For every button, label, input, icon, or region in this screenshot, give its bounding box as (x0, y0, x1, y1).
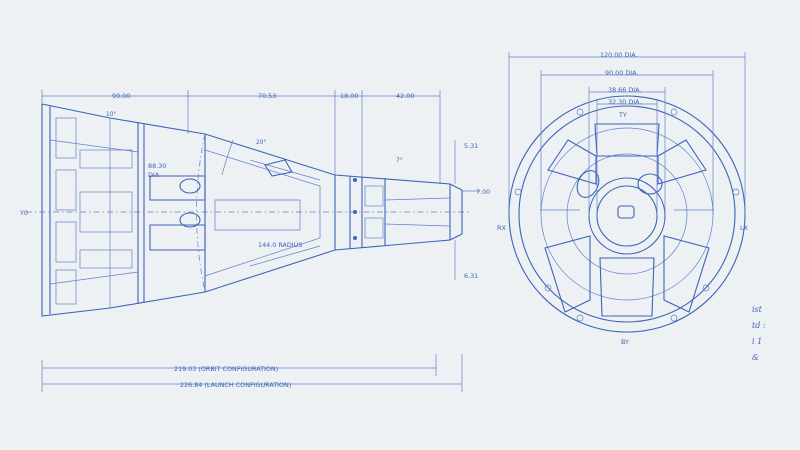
dia-90-label: 90.00 DIA. (605, 69, 638, 77)
side-view-labels: 90.00 70.53 18.00 42.00 5.31 7.00 6.31 1… (19, 92, 490, 389)
lx-label: LX (740, 224, 749, 232)
angle-10-label: 10° (106, 112, 116, 118)
dim-18: 18.00 (340, 92, 358, 100)
rx-label: RX (497, 224, 506, 232)
end-view-labels: 120.00 DIA. 90.00 DIA. 38.66 DIA. 32.30 … (497, 51, 749, 346)
fragment-2: td : (752, 321, 766, 330)
dia-value: 88.30 (148, 162, 166, 170)
axis-label-y0: Y0 (19, 209, 28, 217)
dim-90: 90.00 (112, 92, 130, 100)
ty-label: TY (618, 111, 627, 119)
dim-70-53: 70.53 (258, 92, 276, 100)
end-view (508, 95, 746, 333)
dim-7: 7.00 (476, 188, 490, 196)
angle-7-label: 7° (396, 158, 403, 164)
orbit-dimension-label: 219.03 (ORBIT CONFIGURATION) (174, 365, 278, 373)
side-view (26, 103, 470, 317)
dia-32-30-label: 32.30 DIA. (608, 98, 641, 106)
dim-42: 42.00 (396, 92, 414, 100)
radius-label: 144.0 RADIUS (258, 241, 302, 249)
dia-label: DIA (148, 171, 160, 179)
fragment-1: ist (752, 305, 763, 314)
dia-120-label: 120.00 DIA. (600, 51, 638, 59)
angle-20-label: 20° (256, 140, 266, 146)
dim-5-31: 5.31 (464, 142, 478, 150)
dia-38-66-label: 38.66 DIA. (608, 86, 641, 94)
fragment-3: i 1 (752, 337, 762, 346)
dim-6-31: 6.31 (464, 272, 478, 280)
end-view-dimensions (508, 52, 746, 216)
launch-dimension-label: 226.84 (LAUNCH CONFIGURATION) (180, 381, 291, 389)
side-view-dimensions (41, 90, 480, 392)
by-label: BY (621, 338, 629, 346)
margin-fragments: ist td : i 1 & (752, 305, 766, 362)
fragment-4: & (752, 353, 759, 362)
